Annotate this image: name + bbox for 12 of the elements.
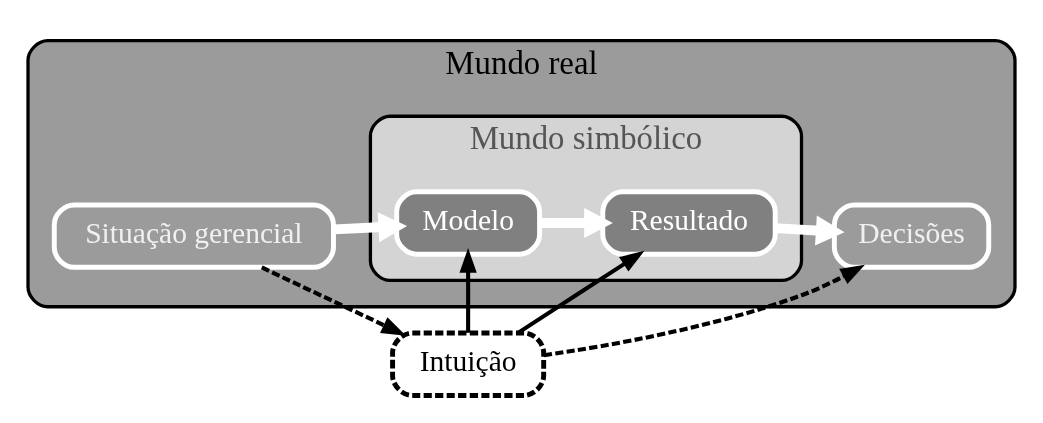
arrow [333,212,408,243]
arrow [260,265,407,336]
arrow [459,248,477,333]
node-box: Modelo [394,189,543,257]
arrow [775,215,845,246]
node-box: Situação gerencial [51,202,336,270]
node-box: Intuição [390,330,547,398]
arrow [543,264,865,358]
node-box: Resultado [600,189,778,257]
arrow [516,250,645,335]
arrow [539,207,613,239]
node-box: Decisões [831,202,992,270]
